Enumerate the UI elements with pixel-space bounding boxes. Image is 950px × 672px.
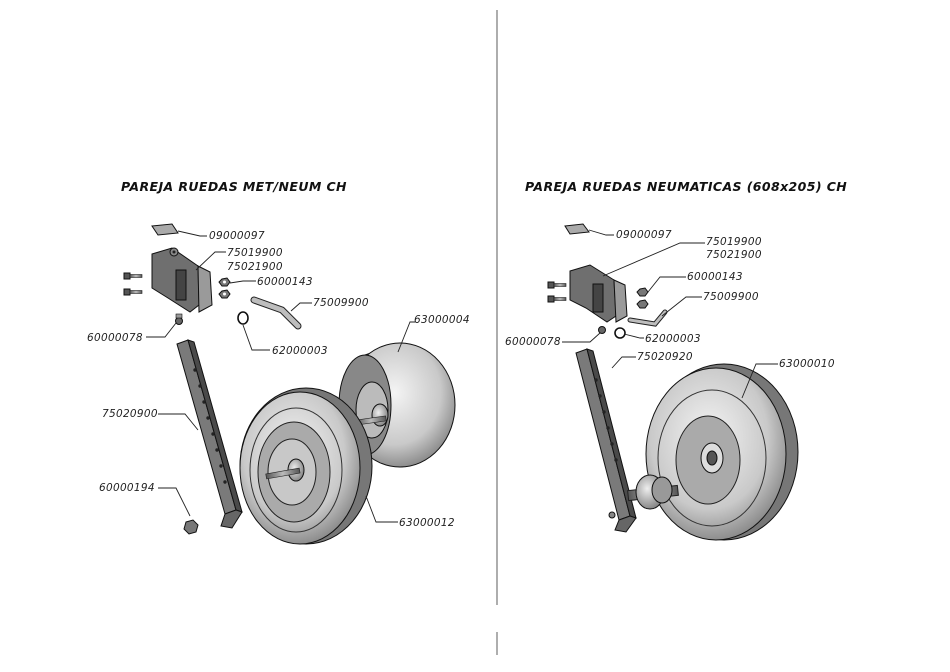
left-leader-09000097 (178, 231, 207, 236)
left-label-60000194: 60000194 (99, 482, 155, 494)
left-leader-63000012 (366, 496, 398, 522)
right-label-75020920: 75020920 (637, 351, 693, 363)
right-label-09000097: 09000097 (616, 229, 672, 241)
left-assembly: PAREJA RUEDAS MET/NEUM CH 09000097 75019… (87, 179, 470, 544)
right-label-75021900: 75021900 (706, 249, 762, 261)
right-leader-75020920 (612, 357, 636, 368)
right-leg-part (576, 349, 636, 532)
right-leader-09000097 (589, 230, 614, 235)
left-leader-62000003 (243, 325, 270, 350)
left-leader-75020900 (158, 414, 198, 430)
left-label-09000097: 09000097 (209, 230, 265, 242)
right-leader-60000078 (562, 333, 600, 342)
left-leader-60000143 (230, 281, 256, 283)
right-label-75019900: 75019900 (706, 236, 762, 248)
left-label-60000143: 60000143 (257, 276, 313, 288)
left-label-75021900: 75021900 (227, 261, 283, 273)
left-label-62000003: 62000003 (272, 345, 328, 357)
left-label-63000004: 63000004 (414, 314, 470, 326)
left-bracket-part (152, 248, 212, 312)
right-label-63000010: 63000010 (779, 358, 835, 370)
left-nuts-part (219, 278, 230, 298)
left-nut-60000194-part (184, 520, 198, 534)
left-ring-part (238, 312, 248, 324)
right-wheel-63000010-part (628, 364, 798, 540)
left-title: PAREJA RUEDAS MET/NEUM CH (121, 179, 347, 194)
left-leader-60000194 (158, 488, 190, 516)
right-leader-62000003 (624, 334, 644, 338)
right-label-75009900: 75009900 (703, 291, 759, 303)
left-label-60000078: 60000078 (87, 332, 143, 344)
right-label-60000143: 60000143 (687, 271, 743, 283)
right-label-60000078: 60000078 (505, 336, 561, 348)
right-title: PAREJA RUEDAS NEUMATICAS (608x205) CH (525, 179, 847, 194)
left-bolt-60000078-part (176, 314, 183, 325)
right-bracket-part (570, 265, 627, 322)
left-leader-60000078 (146, 323, 176, 337)
right-bolt-60000078-part (599, 327, 606, 334)
right-bolts-part (548, 282, 566, 302)
right-label-62000003: 62000003 (645, 333, 701, 345)
left-plate-part (152, 224, 178, 235)
left-leg-part (177, 340, 242, 528)
right-assembly: PAREJA RUEDAS NEUMATICAS (608x205) CH 09… (505, 179, 847, 540)
left-label-75019900: 75019900 (227, 247, 283, 259)
left-bolts-part (124, 273, 142, 295)
right-plate-part (565, 224, 589, 234)
right-pin-part (630, 312, 665, 324)
left-pin-part (254, 300, 298, 326)
left-wheel-63000012-part (240, 388, 372, 544)
left-label-75009900: 75009900 (313, 297, 369, 309)
right-leader-75009900 (662, 297, 702, 316)
left-label-63000012: 63000012 (399, 517, 455, 529)
left-leader-75009900 (291, 303, 312, 311)
right-nuts-part (637, 288, 648, 308)
right-ring-part (615, 328, 625, 338)
right-leader-60000143 (648, 277, 686, 292)
left-label-75020900: 75020900 (102, 408, 158, 420)
